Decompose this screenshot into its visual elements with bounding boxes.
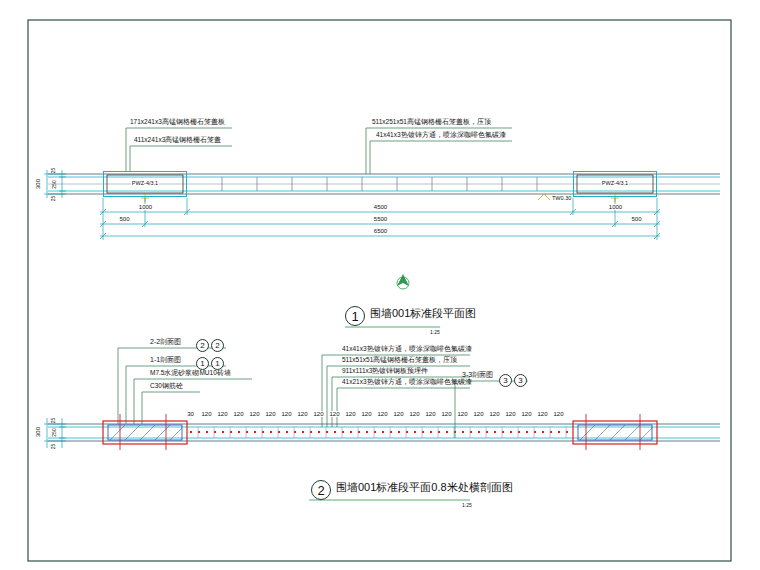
dimension-text: 120 xyxy=(457,411,468,417)
drawing-title: 围墙001标准段平面图 xyxy=(370,308,476,319)
note-label: M7.5水泥砂浆砌MU10砖墙 xyxy=(150,370,231,377)
note-label: 511x51x51高锰钢格栅石笼盖板，压顶 xyxy=(342,357,457,364)
callout-circle: 1 xyxy=(211,357,224,370)
dimension-text: 120 xyxy=(265,411,276,417)
dimension-text: 120 xyxy=(537,411,548,417)
dimension-text: 1:25 xyxy=(462,503,472,508)
dimension-text: 500 xyxy=(631,216,642,222)
drawing-title: 围墙001标准段平面0.8米处横剖面图 xyxy=(336,482,513,493)
callout-number: 1 xyxy=(197,360,208,368)
note-label: 511x251x51高锰钢格栅石笼盖板，压顶 xyxy=(372,119,491,126)
dimension-text: 120 xyxy=(505,411,516,417)
callout-circle: 2 xyxy=(311,480,331,500)
callout-circle: 1 xyxy=(345,306,365,326)
callout-number: 1 xyxy=(346,310,364,323)
callout-circle: 3 xyxy=(514,374,527,387)
dimension-text: 30 xyxy=(187,411,195,417)
dimension-text: 500 xyxy=(119,216,130,222)
dimension-text: 120 xyxy=(553,411,564,417)
wall-plan xyxy=(48,174,720,202)
dimension-text: 120 xyxy=(409,411,420,417)
dimension-text: 25 xyxy=(52,443,57,449)
dimension-line xyxy=(44,418,66,448)
callout-circle: 2 xyxy=(211,339,224,352)
callout-circle: 3 xyxy=(499,374,512,387)
dimension-text: 120 xyxy=(217,411,228,417)
note-label: 171x241x3高锰钢格栅石笼盖板 xyxy=(130,119,225,126)
callout-number: 2 xyxy=(212,342,223,350)
dimension-text: 25 xyxy=(52,195,57,201)
dimension-text: 120 xyxy=(345,411,356,417)
dimension-text: 6500 xyxy=(373,228,387,234)
dimension-text: 25 xyxy=(52,417,57,423)
dimension-text: 120 xyxy=(473,411,484,417)
callout-number: 3 xyxy=(500,377,511,385)
dimension-text: 120 xyxy=(425,411,436,417)
note-label: 911x111x3热镀锌钢板预埋件 xyxy=(342,368,428,375)
dimension-text: 300 xyxy=(35,427,41,437)
note-label: 2-2剖面图 xyxy=(150,338,181,345)
dimension-line xyxy=(44,170,660,240)
dimension-text: 1000 xyxy=(138,204,152,210)
wall-section xyxy=(48,414,720,450)
dimension-text: 120 xyxy=(489,411,500,417)
dimension-text: 120 xyxy=(313,411,324,417)
dimension-text: 120 xyxy=(361,411,372,417)
callout-number: 1 xyxy=(212,360,223,368)
dimension-text: 4500 xyxy=(373,204,387,210)
dimension-text: 120 xyxy=(377,411,388,417)
pillar-tag: PWZ-4/3.1 xyxy=(131,181,159,187)
note-label: 411x241x3高锰钢格栅石笼盖 xyxy=(134,137,221,144)
note-label: 41x21x3热镀锌方通，喷涂深咖啡色氟碳漆 xyxy=(342,379,472,386)
dimension-text: 5500 xyxy=(373,216,387,222)
dimension-text: 120 xyxy=(441,411,452,417)
callout-circle: 2 xyxy=(196,339,209,352)
note-label: C30钢筋砼 xyxy=(150,383,183,390)
dimension-text: 120 xyxy=(233,411,244,417)
dimension-text: 1000 xyxy=(608,204,622,210)
leader-line xyxy=(118,348,528,438)
callout-number: 2 xyxy=(312,484,330,497)
pillar-box: PWZ-4/3.1 xyxy=(103,171,187,197)
dimension-text: 120 xyxy=(201,411,212,417)
dimension-text: 120 xyxy=(297,411,308,417)
note-label: 1-1剖面图 xyxy=(150,356,181,363)
leader-line xyxy=(126,128,512,174)
title-underline xyxy=(345,327,440,328)
dimension-text: 120 xyxy=(281,411,292,417)
dimension-text: 120 xyxy=(521,411,532,417)
dimension-text: 250 xyxy=(52,428,57,436)
dimension-text: 1:25 xyxy=(430,330,440,335)
note-label: 41x41x3热镀锌方通，喷涂深咖啡色氟碳漆 xyxy=(376,132,506,139)
north-arrow xyxy=(397,274,409,289)
dimension-text: 300 xyxy=(35,179,41,189)
dimension-text: 120 xyxy=(249,411,260,417)
title-underline xyxy=(309,500,470,501)
pillar-box: PWZ-4/3.1 xyxy=(573,171,657,197)
dimension-text: 250 xyxy=(52,180,57,188)
dimension-text: 25 xyxy=(52,167,57,173)
note-label: TW0.30 xyxy=(552,196,571,202)
callout-number: 3 xyxy=(515,377,526,385)
callout-circle: 1 xyxy=(196,357,209,370)
dimension-text: 120 xyxy=(329,411,340,417)
note-label: 41x41x3热镀锌方通，喷涂深咖啡色氟碳漆 xyxy=(342,346,472,353)
sheet-frame xyxy=(28,20,731,561)
pillar-tag: PWZ-4/3.1 xyxy=(601,181,629,187)
note-label: 3-3剖面图 xyxy=(462,371,493,378)
callout-number: 2 xyxy=(197,342,208,350)
dimension-text: 120 xyxy=(393,411,404,417)
